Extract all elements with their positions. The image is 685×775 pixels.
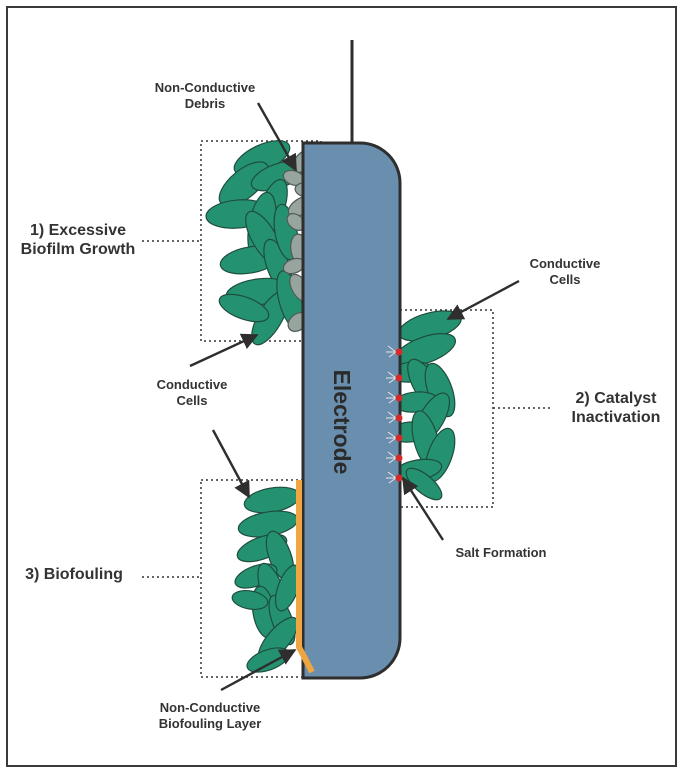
salt-deposit bbox=[395, 474, 403, 482]
label-non-conductive-biofouling-layer-line1: Non-Conductive bbox=[159, 700, 261, 715]
arrow-conductive-cells-right bbox=[446, 279, 520, 321]
salt-deposit bbox=[395, 414, 403, 422]
salt-crystal-whisker bbox=[387, 431, 397, 439]
biofilm-cluster-catalyst bbox=[389, 310, 462, 501]
salt-deposit bbox=[395, 434, 403, 442]
arrow-conductive-cells-down bbox=[211, 429, 251, 499]
label-catalyst-inactivation-line1: 2) Catalyst bbox=[575, 390, 657, 407]
salt-deposit bbox=[395, 374, 403, 382]
label-conductive-cells-mid-line1: Conductive bbox=[156, 377, 228, 392]
label-conductive-cells-top-right-line2: Cells bbox=[549, 271, 581, 287]
figure-frame bbox=[6, 6, 677, 767]
biofilm-cluster-biofouling bbox=[231, 486, 302, 673]
biofouling-layer bbox=[296, 480, 315, 674]
biofilm-cluster-excessive bbox=[205, 140, 306, 346]
salt-deposit bbox=[395, 394, 403, 402]
label-excessive-growth-line2: Biofilm Growth bbox=[20, 241, 136, 259]
electrode-body bbox=[301, 141, 402, 680]
label-catalyst-inactivation: 2) Catalyst Inactivation bbox=[550, 389, 682, 427]
conductive-cell bbox=[218, 293, 270, 323]
label-excessive-growth: 1) Excessive Biofilm Growth bbox=[12, 221, 144, 259]
salt-crystal-whisker bbox=[387, 345, 397, 353]
salt-deposit bbox=[395, 454, 403, 462]
arrow-debris bbox=[256, 102, 298, 172]
label-salt-formation: Salt Formation bbox=[436, 545, 566, 561]
label-non-conductive-debris-line1: Non-Conductive bbox=[154, 80, 256, 95]
label-salt-formation-line1: Salt Formation bbox=[455, 545, 547, 560]
salt-crystal-whisker bbox=[387, 471, 397, 479]
salt-crystal-whisker bbox=[388, 477, 397, 484]
label-non-conductive-debris-line2: Debris bbox=[184, 95, 226, 111]
salt-crystal-whisker bbox=[387, 391, 397, 399]
salt-crystal-whisker bbox=[388, 437, 397, 444]
label-conductive-cells-mid: Conductive Cells bbox=[137, 377, 247, 408]
label-excessive-growth-line1: 1) Excessive bbox=[29, 222, 127, 239]
label-biofouling: 3) Biofouling bbox=[14, 565, 134, 584]
label-non-conductive-debris: Non-Conductive Debris bbox=[145, 80, 265, 111]
label-catalyst-inactivation-line2: Inactivation bbox=[571, 409, 661, 427]
salt-crystal-whisker bbox=[387, 451, 397, 459]
conductive-cell bbox=[231, 590, 269, 610]
salt-crystal-whisker bbox=[388, 377, 397, 384]
label-conductive-cells-top-right-line1: Conductive bbox=[529, 256, 601, 271]
electrode-label: Electrode bbox=[329, 370, 355, 475]
salt-crystal-whisker bbox=[387, 411, 397, 419]
salt-crystal-whisker bbox=[388, 397, 397, 404]
salt-crystal-whisker bbox=[388, 417, 397, 424]
salt-crystal-whisker bbox=[387, 371, 397, 379]
label-non-conductive-biofouling-layer-line2: Biofouling Layer bbox=[158, 715, 262, 731]
label-conductive-cells-top-right: Conductive Cells bbox=[505, 256, 625, 287]
arrow-biofouling-layer bbox=[220, 648, 297, 692]
salt-deposit bbox=[395, 348, 403, 356]
salt-crystal-whisker bbox=[388, 457, 397, 464]
label-non-conductive-biofouling-layer: Non-Conductive Biofouling Layer bbox=[130, 700, 290, 731]
label-conductive-cells-mid-line2: Cells bbox=[176, 392, 208, 408]
region-box-biofouling bbox=[200, 479, 322, 678]
arrow-salt-formation bbox=[401, 476, 445, 541]
label-biofouling-line1: 3) Biofouling bbox=[25, 566, 123, 583]
arrow-conductive-cells-up bbox=[189, 333, 259, 368]
salt-crystal-whisker bbox=[388, 351, 397, 358]
salt-deposits bbox=[386, 345, 403, 484]
